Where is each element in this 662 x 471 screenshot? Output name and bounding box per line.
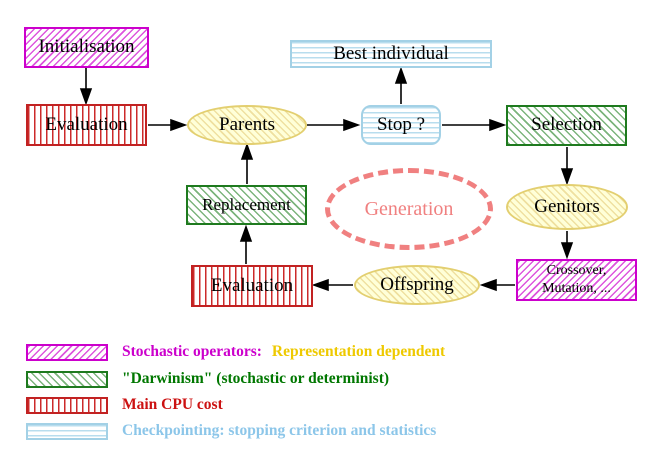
arrow-crossover-to-offspring xyxy=(479,278,515,292)
node-genitors[interactable]: Genitors xyxy=(506,184,628,230)
node-parents-label: Parents xyxy=(219,113,275,135)
node-offspring[interactable]: Offspring xyxy=(354,265,480,305)
node-replacement-label: Replacement xyxy=(202,194,291,214)
legend-row-stochastic: Stochastic operators: Representation dep… xyxy=(26,343,445,361)
arrow-replacement-to-parents xyxy=(240,142,254,184)
generation-label: Generation xyxy=(364,197,454,220)
legend-label-cpu: Main CPU cost xyxy=(122,396,223,413)
arrow-parents-to-stop xyxy=(307,118,361,132)
legend-row-darwinism: "Darwinism" (stochastic or determinist) xyxy=(26,370,389,388)
arrow-genitors-to-crossover xyxy=(560,231,574,260)
legend-label-darwinism: "Darwinism" (stochastic or determinist) xyxy=(122,370,390,387)
legend-label-stochastic: Stochastic operators: xyxy=(122,343,262,360)
node-genitors-label: Genitors xyxy=(534,195,600,217)
legend-label-representation: Representation dependent xyxy=(271,343,446,360)
arrow-stop-to-selection xyxy=(442,118,507,132)
node-evaluation-top-label: Evaluation xyxy=(45,113,128,135)
node-evaluation-bottom-label: Evaluation xyxy=(210,274,294,296)
node-evaluation-bottom[interactable]: Evaluation xyxy=(191,265,313,307)
node-best-individual-label: Best individual xyxy=(333,42,449,64)
arrow-selection-to-genitors xyxy=(560,147,574,186)
legend-swatch-darwinism xyxy=(26,370,108,388)
node-initialisation[interactable]: Initialisation xyxy=(24,27,149,68)
node-best-individual[interactable]: Best individual xyxy=(290,40,492,68)
legend-row-checkpointing: Checkpointing: stopping criterion and st… xyxy=(26,422,436,440)
node-stop[interactable]: Stop ? xyxy=(361,105,441,145)
legend-row-cpu: Main CPU cost xyxy=(26,396,223,414)
node-parents[interactable]: Parents xyxy=(187,105,307,145)
node-stop-label: Stop ? xyxy=(376,113,426,135)
node-replacement[interactable]: Replacement xyxy=(186,185,307,225)
arrow-stop-to-best-individual xyxy=(394,66,408,104)
arrow-initialisation-to-evaluation xyxy=(79,68,93,106)
generation-loop-ellipse: Generation xyxy=(325,168,493,250)
node-selection[interactable]: Selection xyxy=(506,105,627,146)
node-offspring-label: Offspring xyxy=(380,273,454,295)
node-crossover-mutation[interactable]: Crossover, Mutation, ... xyxy=(516,259,637,301)
legend-swatch-cpu xyxy=(26,396,108,414)
arrow-offspring-to-evaluation xyxy=(311,278,353,292)
arrow-evaluation-to-parents xyxy=(148,118,188,132)
arrow-evaluation-to-replacement xyxy=(239,224,253,264)
legend-label-checkpointing: Checkpointing: stopping criterion and st… xyxy=(122,422,437,439)
legend-swatch-checkpointing xyxy=(26,422,108,440)
node-selection-label: Selection xyxy=(531,114,602,136)
node-mutation-label: Mutation, ... xyxy=(542,281,611,296)
node-evaluation-top[interactable]: Evaluation xyxy=(26,104,147,146)
node-crossover-label: Crossover, xyxy=(546,262,607,278)
legend-swatch-stochastic xyxy=(26,343,108,361)
node-initialisation-label: Initialisation xyxy=(38,36,135,58)
